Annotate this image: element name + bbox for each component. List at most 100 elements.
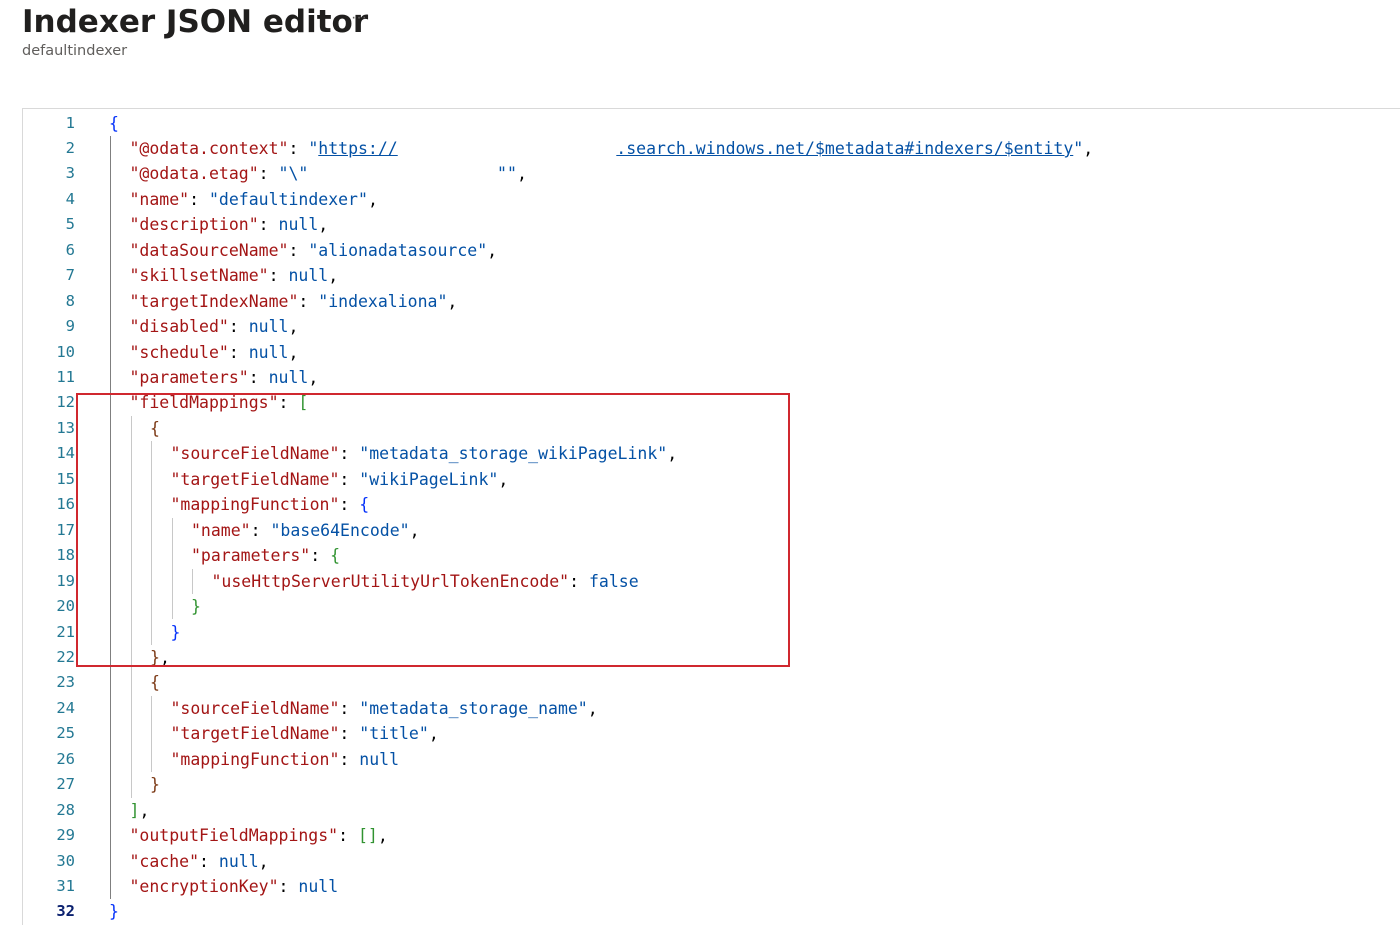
code-token: "description" — [129, 215, 259, 235]
code-line[interactable]: { — [109, 111, 119, 136]
code-token: "encryptionKey" — [129, 877, 279, 896]
line-number: 32 — [56, 902, 75, 921]
code-line[interactable]: "fieldMappings": [ — [130, 390, 309, 415]
code-token: "\" ,"" — [278, 164, 517, 184]
code-token: "metadata_storage_name" — [359, 698, 588, 718]
code-token: "targetIndexName" — [129, 291, 299, 311]
code-token: , — [667, 444, 678, 464]
code-line[interactable]: "targetFieldName": "wikiPageLink", — [171, 467, 509, 492]
code-line[interactable]: "useHttpServerUtilityUrlTokenEncode": fa… — [212, 569, 639, 594]
code-line[interactable]: "name": "base64Encode", — [191, 518, 420, 543]
code-line[interactable]: "name": "defaultindexer", — [130, 187, 378, 212]
code-line[interactable]: "disabled": null, — [130, 314, 299, 339]
code-token: null — [278, 215, 319, 235]
code-token: "parameters" — [129, 368, 249, 387]
code-line[interactable]: { — [150, 670, 160, 695]
indent-guide — [171, 517, 173, 620]
code-token: { — [330, 546, 341, 566]
code-token: } — [150, 647, 160, 667]
more-options-button[interactable]: ··· — [351, 9, 367, 26]
code-token: : — [189, 189, 209, 209]
code-line[interactable]: "schedule": null, — [130, 340, 299, 365]
code-token: , — [318, 215, 329, 235]
code-token: .search.windows.net/$metadata#indexers/$… — [616, 138, 1074, 158]
code-line[interactable]: "encryptionKey": null — [130, 874, 339, 899]
code-token: : — [569, 571, 589, 591]
line-number: 3 — [65, 164, 75, 183]
code-token: [] — [358, 826, 378, 846]
code-token: : — [339, 444, 360, 464]
code-line[interactable]: } — [191, 594, 201, 619]
code-token: } — [170, 622, 181, 642]
code-line[interactable]: "parameters": null, — [130, 365, 319, 390]
code-token: , — [516, 164, 527, 184]
code-token: "targetFieldName" — [170, 724, 340, 744]
redacted-region — [318, 161, 494, 183]
code-token: ] — [129, 800, 140, 820]
line-number: 28 — [56, 800, 75, 819]
line-number: 16 — [56, 495, 75, 514]
code-token: : — [250, 520, 271, 540]
code-line[interactable]: "@odata.etag": "\" ,"", — [130, 161, 527, 186]
line-number: 20 — [56, 597, 75, 616]
line-number: 18 — [56, 546, 75, 565]
code-token: null — [248, 342, 289, 362]
code-line[interactable]: "mappingFunction": null — [171, 747, 400, 772]
code-line[interactable]: "@odata.context": "https:// .search.wind… — [130, 136, 1094, 161]
code-token: : — [258, 215, 279, 235]
code-line[interactable]: } — [171, 620, 181, 645]
code-token: : — [339, 749, 360, 769]
code-line[interactable]: "targetIndexName": "indexaliona", — [130, 289, 458, 314]
code-line[interactable]: "parameters": { — [191, 543, 340, 568]
code-token: "@odata.etag" — [129, 164, 259, 184]
line-number: 31 — [56, 877, 75, 895]
code-line[interactable]: "outputFieldMappings": [], — [130, 823, 388, 848]
line-number: 11 — [56, 368, 75, 386]
code-token: https:// — [318, 138, 398, 158]
code-token: : — [278, 877, 299, 896]
code-token: "skillsetName" — [129, 266, 269, 286]
code-token: "dataSourceName" — [129, 240, 289, 260]
code-line[interactable]: { — [150, 416, 160, 441]
code-token: null — [248, 317, 289, 337]
line-number: 24 — [56, 698, 75, 717]
code-line[interactable]: } — [150, 772, 160, 797]
line-number: 25 — [56, 724, 75, 743]
code-token: "targetFieldName" — [170, 469, 340, 489]
indent-guide — [110, 135, 111, 900]
code-line[interactable]: "description": null, — [130, 212, 329, 237]
code-line[interactable]: "skillsetName": null, — [130, 263, 339, 288]
line-number: 30 — [56, 851, 75, 870]
code-token: : — [199, 851, 219, 871]
line-number: 27 — [56, 775, 75, 794]
code-line[interactable]: "dataSourceName": "alionadatasource", — [130, 238, 498, 263]
code-line[interactable]: ], — [130, 798, 150, 823]
indent-guide — [151, 695, 152, 773]
line-number: 4 — [65, 189, 75, 208]
code-line[interactable]: "targetFieldName": "title", — [171, 721, 439, 746]
code-line[interactable]: "sourceFieldName": "metadata_storage_nam… — [171, 696, 598, 721]
code-line[interactable]: } — [109, 899, 119, 924]
code-token: false — [589, 571, 639, 591]
code-token: "wikiPageLink" — [359, 469, 499, 489]
code-token: } — [150, 775, 160, 795]
code-token: } — [191, 597, 201, 617]
code-line[interactable]: "cache": null, — [130, 849, 269, 874]
code-line[interactable]: }, — [150, 645, 170, 670]
code-token: : — [288, 138, 309, 158]
code-line[interactable]: "mappingFunction": { — [171, 492, 370, 517]
code-token: "sourceFieldName" — [170, 444, 340, 464]
redacted-region — [410, 136, 602, 158]
code-token: , — [498, 469, 509, 489]
code-token: "sourceFieldName" — [170, 698, 340, 718]
line-number: 9 — [65, 317, 75, 336]
line-number: 6 — [65, 240, 75, 259]
code-token: "fieldMappings" — [129, 393, 279, 413]
code-token: "cache" — [129, 851, 200, 871]
code-area[interactable]: { "@odata.context": "https:// .search.win… — [109, 109, 1400, 925]
code-line[interactable]: "sourceFieldName": "metadata_storage_wik… — [171, 441, 678, 466]
code-token: , — [308, 368, 319, 387]
line-number: 17 — [56, 520, 75, 539]
